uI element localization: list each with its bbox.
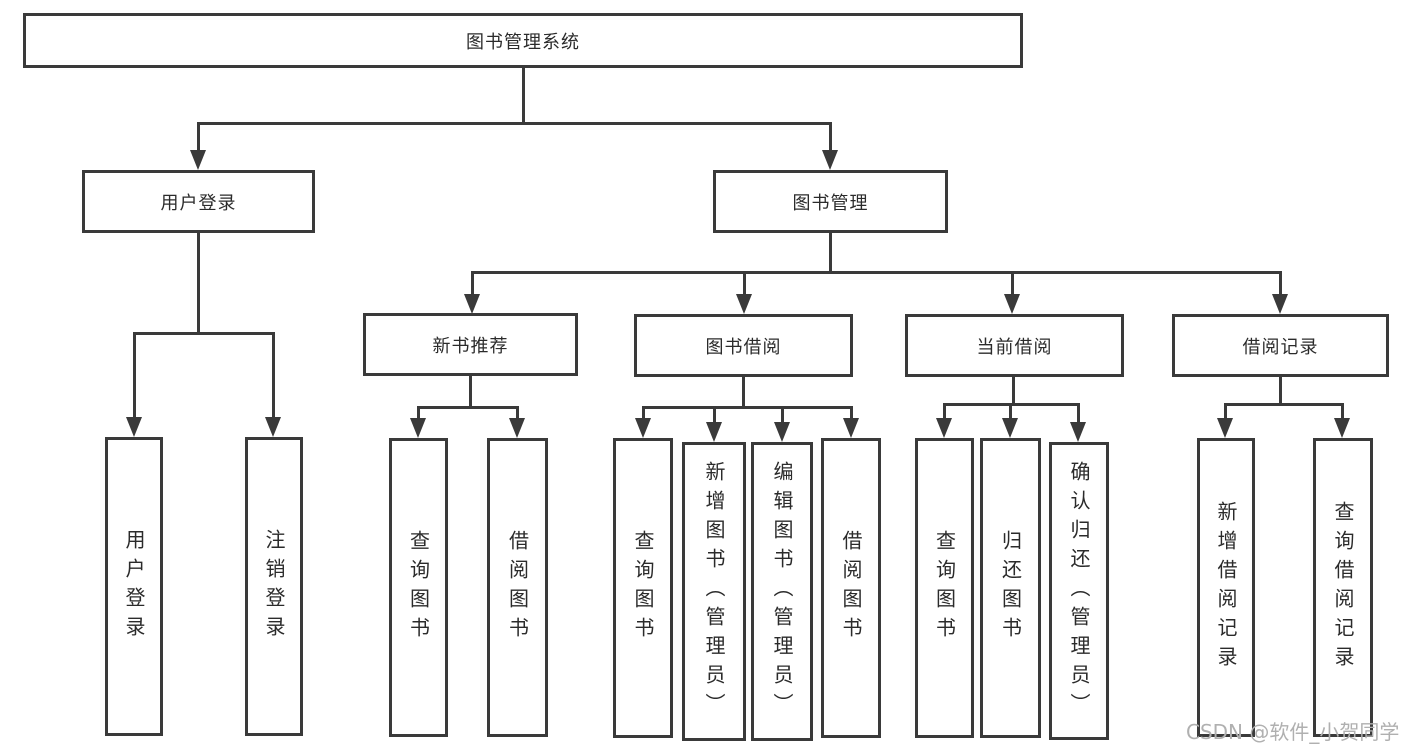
connector-line <box>850 409 853 418</box>
connector-line <box>417 409 420 418</box>
arrow-down-icon <box>1004 294 1020 314</box>
leaf-current-return-books: 归还图书 <box>980 438 1041 738</box>
node-current-borrow: 当前借阅 <box>905 314 1124 377</box>
node-label: 新书推荐 <box>432 335 509 357</box>
connector-line <box>743 274 746 294</box>
node-label: 借阅记录 <box>1242 336 1319 358</box>
arrow-down-icon <box>1334 418 1350 438</box>
node-label: 查询图书 <box>631 530 655 646</box>
arrow-down-icon <box>1070 422 1086 442</box>
arrow-down-icon <box>1217 418 1233 438</box>
connector-line <box>417 406 519 409</box>
node-label: 图书管理 <box>792 192 869 214</box>
node-label: 新增借阅记录 <box>1214 500 1238 675</box>
node-label: 用户登录 <box>122 528 146 645</box>
connector-line <box>1009 406 1012 418</box>
node-label: 归还图书 <box>998 530 1023 646</box>
node-label: 当前借阅 <box>976 336 1053 358</box>
connector-line <box>1077 406 1080 422</box>
connector-line <box>1224 403 1344 406</box>
watermark: CSDN @软件_小贺同学 <box>1186 720 1400 744</box>
node-book-borrow: 图书借阅 <box>634 314 853 377</box>
connector-line <box>742 377 745 409</box>
connector-line <box>197 233 200 335</box>
connector-line <box>713 409 716 422</box>
connector-line <box>943 403 1080 406</box>
node-root: 图书管理系统 <box>23 13 1023 68</box>
arrow-down-icon <box>736 294 752 314</box>
leaf-records-query-record: 查询借阅记录 <box>1313 438 1373 737</box>
node-new-book-recommend: 新书推荐 <box>363 313 578 376</box>
arrow-down-icon <box>265 417 281 437</box>
connector-line <box>133 335 136 417</box>
connector-line <box>829 233 832 274</box>
leaf-current-confirm-return-admin: 确认归还（管理员） <box>1049 442 1109 740</box>
arrow-down-icon <box>126 417 142 437</box>
leaf-borrow-add-books-admin: 新增图书（管理员） <box>682 442 746 741</box>
connector-line <box>1011 274 1014 294</box>
node-label: 确认归还（管理员） <box>1067 460 1091 722</box>
node-label: 查询图书 <box>932 530 957 646</box>
connector-line <box>1224 406 1227 418</box>
connector-line <box>471 274 474 294</box>
node-book-management: 图书管理 <box>713 170 948 233</box>
connector-line <box>1012 377 1015 406</box>
leaf-recommend-query-books: 查询图书 <box>389 438 448 737</box>
connector-line <box>829 125 832 150</box>
connector-line <box>1279 376 1282 406</box>
node-label: 新增图书（管理员） <box>702 461 726 722</box>
leaf-borrow-borrow-books: 借阅图书 <box>821 438 881 738</box>
node-label: 图书借阅 <box>705 336 782 358</box>
node-label: 编辑图书（管理员） <box>770 461 794 722</box>
connector-line <box>943 406 946 418</box>
arrow-down-icon <box>936 418 952 438</box>
leaf-borrow-query-books: 查询图书 <box>613 438 673 738</box>
connector-line <box>197 125 200 150</box>
node-label: 用户登录 <box>160 192 237 214</box>
arrow-down-icon <box>190 150 206 170</box>
arrow-down-icon <box>706 422 722 442</box>
arrow-down-icon <box>1272 294 1288 314</box>
node-label: 注销登录 <box>262 528 286 645</box>
leaf-records-add-record: 新增借阅记录 <box>1197 438 1255 737</box>
arrow-down-icon <box>843 418 859 438</box>
arrow-down-icon <box>509 418 525 438</box>
connector-line <box>516 409 519 418</box>
arrow-down-icon <box>410 418 426 438</box>
arrow-down-icon <box>822 150 838 170</box>
arrow-down-icon <box>464 294 480 314</box>
leaf-current-query-books: 查询图书 <box>915 438 974 738</box>
node-label: 查询图书 <box>406 529 431 646</box>
connector-line <box>781 409 784 422</box>
connector-line <box>469 376 472 409</box>
arrow-down-icon <box>635 418 651 438</box>
leaf-borrow-edit-books-admin: 编辑图书（管理员） <box>751 442 813 741</box>
node-label: 图书管理系统 <box>466 31 580 53</box>
connector-line <box>272 335 275 417</box>
node-user-login: 用户登录 <box>82 170 315 233</box>
leaf-user-login: 用户登录 <box>105 437 163 736</box>
node-label: 借阅图书 <box>839 530 863 646</box>
arrow-down-icon <box>1002 418 1018 438</box>
connector-line <box>133 332 275 335</box>
connector-line <box>642 406 853 409</box>
connector-line <box>642 409 645 418</box>
connector-line <box>1341 406 1344 418</box>
node-label: 借阅图书 <box>505 529 530 646</box>
node-borrow-records: 借阅记录 <box>1172 314 1389 377</box>
node-label: 查询借阅记录 <box>1331 500 1355 675</box>
connector-line <box>471 271 1282 274</box>
arrow-down-icon <box>774 422 790 442</box>
connector-line <box>522 68 525 125</box>
leaf-recommend-borrow-books: 借阅图书 <box>487 438 548 737</box>
leaf-logout: 注销登录 <box>245 437 303 736</box>
connector-line <box>197 122 832 125</box>
connector-line <box>1279 274 1282 294</box>
